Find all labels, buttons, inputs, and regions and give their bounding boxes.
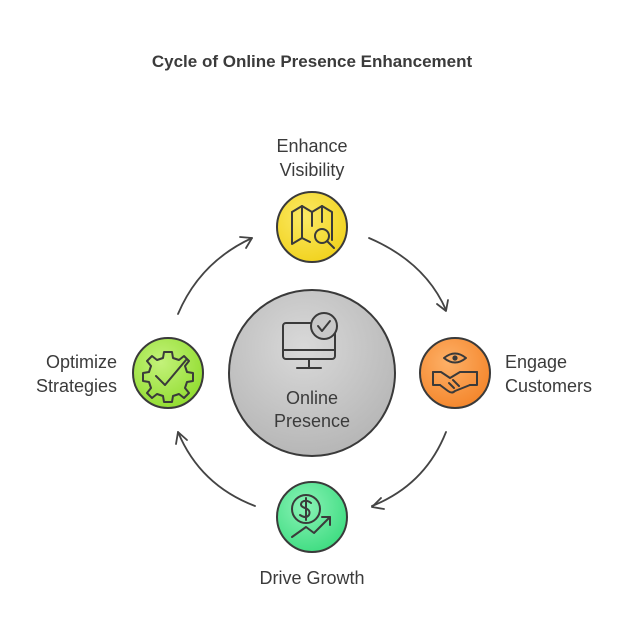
map-search-icon [291,205,335,249]
node-drive-growth: Drive Growth [259,481,365,588]
arrow-right-to-bottom [371,431,447,510]
center-node: Online Presence [228,289,396,457]
gear-check-icon [142,351,194,403]
node-optimize-strategies: Optimize Strategies [36,337,204,409]
arrow-left-to-top [177,236,253,315]
node-bottom-label: Drive Growth [259,568,364,588]
center-label-line1: Online [286,388,338,408]
node-right-label-line1: Engage [505,352,567,372]
node-right-label-line2: Customers [505,376,592,396]
handshake-eye-icon [432,352,478,394]
node-enhance-visibility: Enhance Visibility [276,136,348,263]
node-left-label-line2: Strategies [36,376,117,396]
dollar-growth-icon [291,494,331,538]
node-engage-customers: Engage Customers [419,337,592,409]
diagram-title: Cycle of Online Presence Enhancement [152,52,473,71]
node-left-circle [132,337,204,409]
monitor-check-icon [282,312,338,369]
center-label-line2: Presence [274,411,350,431]
node-bottom-circle [276,481,348,553]
node-left-label-line1: Optimize [46,352,117,372]
node-top-label-line2: Visibility [280,160,345,180]
arrow-top-to-right [368,237,449,312]
arrow-bottom-to-left [175,431,256,507]
node-right-circle [419,337,491,409]
node-top-label-line1: Enhance [276,136,347,156]
cycle-arrows [175,236,449,510]
